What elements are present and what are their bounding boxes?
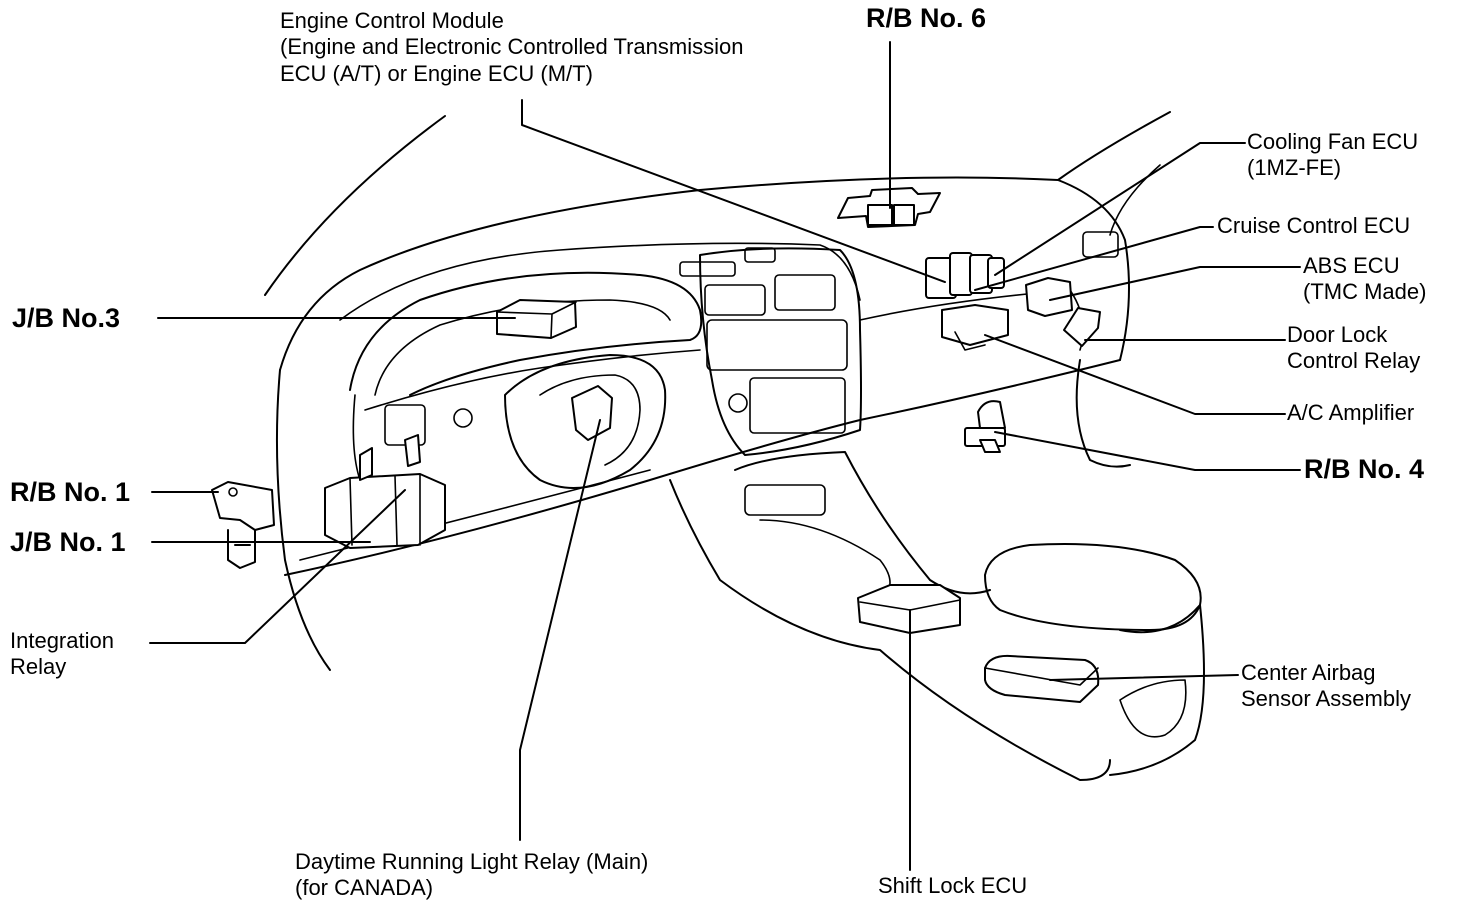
steering-column-inner <box>539 374 641 466</box>
center-airbag-line2: Sensor Assembly <box>1241 686 1411 712</box>
abs-ecu-line1: ABS ECU <box>1303 253 1400 278</box>
console-pocket <box>1119 679 1187 738</box>
drl-relay-line1: Daytime Running Light Relay (Main) <box>295 849 649 874</box>
label-cooling-fan-ecu: Cooling Fan ECU (1MZ-FE) <box>1247 129 1418 182</box>
leader-cooling-fan-ecu <box>994 142 1246 276</box>
radio-unit <box>706 319 848 371</box>
steering-column-shroud <box>504 354 667 489</box>
center-stack-outline <box>699 247 862 456</box>
radio-slot-1 <box>704 284 766 316</box>
lower-dash-line <box>284 359 1121 576</box>
console-box-side <box>1109 604 1205 776</box>
left-a-pillar <box>264 115 446 296</box>
label-jb-no1: J/B No. 1 <box>10 527 126 557</box>
ac-amplifier-component <box>941 304 1009 351</box>
label-rb-no6: R/B No. 6 <box>866 3 987 33</box>
dashboard-upper-contour <box>339 242 861 321</box>
door-lock-relay-component <box>1063 307 1101 347</box>
rb-no1-component <box>211 481 275 569</box>
label-ac-amplifier: A/C Amplifier <box>1287 400 1415 425</box>
integration-relay-line1: Integration <box>10 628 114 653</box>
label-jb-no3: J/B No.3 <box>12 303 121 333</box>
cluster-bottom <box>364 349 701 411</box>
center-vent-right <box>744 247 776 263</box>
center-airbag-line1: Center Airbag <box>1241 660 1376 685</box>
label-door-lock-control-relay: Door Lock Control Relay <box>1287 322 1420 375</box>
label-engine-control-module: Engine Control Module (Engine and Electr… <box>280 8 743 87</box>
center-console-outline <box>734 451 991 595</box>
radio-slot-2 <box>774 274 836 311</box>
ecu-cluster-component <box>925 252 1005 299</box>
door-lock-line1: Door Lock <box>1287 322 1388 347</box>
label-integration-relay: Integration Relay <box>10 628 114 681</box>
right-vent <box>1082 231 1119 258</box>
label-shift-lock-ecu: Shift Lock ECU <box>878 873 1028 898</box>
integration-relay-line2: Relay <box>10 654 67 680</box>
label-rb-no4: R/B No. 4 <box>1304 454 1425 484</box>
instrument-cluster-hood <box>349 271 703 396</box>
left-dash-panel <box>275 369 331 671</box>
leader-ac-amplifier <box>984 334 1286 415</box>
engine-control-module-line3: ECU (A/T) or Engine ECU (M/T) <box>280 60 593 86</box>
console-tunnel <box>669 479 1111 781</box>
console-tray <box>744 484 826 516</box>
console-shift-area <box>759 519 891 601</box>
leader-engine-control-module <box>521 99 946 283</box>
center-vent-left <box>679 261 736 277</box>
dashboard-top-edge <box>279 176 1130 371</box>
cooling-fan-ecu-line1: Cooling Fan ECU <box>1247 129 1419 154</box>
label-center-airbag-sensor: Center Airbag Sensor Assembly <box>1241 660 1411 713</box>
climate-panel <box>749 377 846 434</box>
left-dash-panel-inner <box>352 394 361 481</box>
door-lock-line2: Control Relay <box>1287 348 1421 374</box>
console-armrest <box>984 543 1202 631</box>
label-rb-no1: R/B No. 1 <box>10 477 131 507</box>
jb-no1-component <box>324 434 446 549</box>
label-abs-ecu: ABS ECU (TMC Made) <box>1303 253 1426 306</box>
cooling-fan-ecu-line2: (1MZ-FE) <box>1247 155 1342 181</box>
left-knob <box>453 408 473 428</box>
center-airbag-sensor-component <box>984 654 1100 703</box>
right-dash-lower <box>1075 359 1131 468</box>
right-a-pillar <box>1057 111 1171 181</box>
jb-no3-component <box>496 299 577 339</box>
abs-ecu-component <box>1025 277 1073 317</box>
leader-rb-no4 <box>994 431 1301 471</box>
leader-cruise-control-ecu <box>974 226 1214 291</box>
rb-no4-component <box>964 400 1006 453</box>
right-a-pillar-inner <box>1109 164 1161 236</box>
engine-control-module-line1: Engine Control Module <box>280 8 504 33</box>
climate-knob <box>728 393 748 413</box>
drl-relay-line2: (for CANADA) <box>295 875 434 901</box>
leader-center-airbag-sensor <box>1049 674 1239 681</box>
engine-control-module-line2: (Engine and Electronic Controlled Transm… <box>280 34 744 60</box>
leader-integration-relay <box>149 489 406 644</box>
drl-relay-component <box>571 385 613 441</box>
label-drl-relay: Daytime Running Light Relay (Main) (for … <box>295 849 648 902</box>
abs-ecu-line2: (TMC Made) <box>1303 279 1427 305</box>
label-cruise-control-ecu: Cruise Control ECU <box>1217 213 1411 238</box>
leader-abs-ecu <box>1049 266 1301 301</box>
leader-drl-relay <box>519 419 601 841</box>
